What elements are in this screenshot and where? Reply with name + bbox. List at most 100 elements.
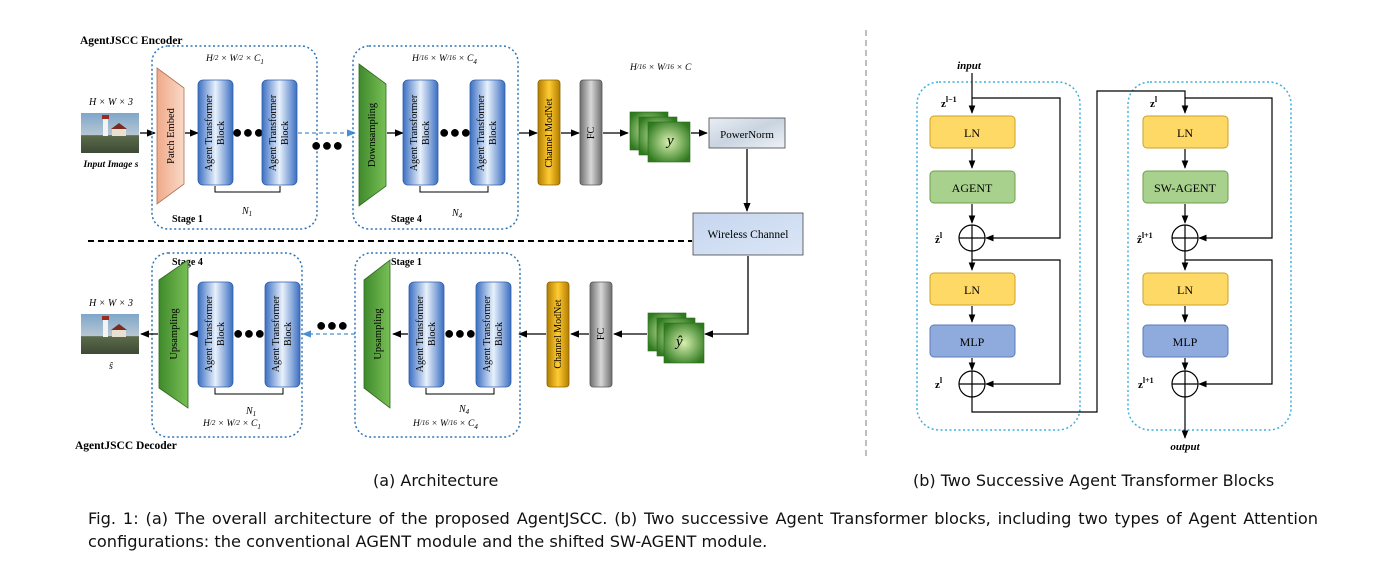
dim-stage1-enc: H/2 × W/2 × C1 bbox=[205, 54, 264, 66]
channel-modnet-enc bbox=[537, 79, 561, 186]
fc-dec-label: FC bbox=[596, 328, 607, 341]
agent-module bbox=[929, 170, 1016, 204]
upsampling-s1-label: Upsampling bbox=[373, 308, 384, 360]
enc-s1-bracket bbox=[214, 186, 281, 193]
z-l1-label: zl+1 bbox=[1138, 376, 1154, 391]
dim-stage4-enc: H/16 × W/16 × C4 bbox=[411, 54, 477, 66]
input-text: input bbox=[957, 60, 982, 72]
enc-n4: N4 bbox=[451, 208, 463, 220]
upsampling-dec-s4 bbox=[158, 259, 189, 409]
fc-dec bbox=[589, 281, 613, 388]
dec-s1-block-a bbox=[408, 281, 445, 388]
mlp-1 bbox=[929, 324, 1016, 358]
dec-s1-block-b-l1: Agent Transformer bbox=[482, 295, 493, 372]
latent-yhat-stack bbox=[647, 312, 705, 364]
enc-s1-block-a-l1: Agent Transformer bbox=[204, 94, 215, 171]
dec-s4-block-b bbox=[264, 281, 301, 388]
z-hat-l-label: ẑl bbox=[935, 231, 943, 246]
enc-s1-ellipsis: ●●● bbox=[232, 122, 265, 142]
dec-s1-block-a-l1: Agent Transformer bbox=[415, 295, 426, 372]
ln-2 bbox=[929, 272, 1016, 306]
add-3-plus bbox=[1172, 225, 1198, 251]
dec-s4-block-a-l2: Block bbox=[216, 322, 227, 346]
fc-enc bbox=[579, 79, 603, 186]
patch-embed-label: Patch Embed bbox=[166, 107, 177, 163]
enc-s1-block-a-l2: Block bbox=[216, 121, 227, 145]
arrow-channel-to-yhat bbox=[704, 256, 749, 338]
enc-s4-block-a-l2: Block bbox=[421, 121, 432, 145]
caption-a: (a) Architecture bbox=[373, 471, 499, 490]
enc-s1-block-a bbox=[197, 79, 234, 186]
sw-agent-module bbox=[1142, 170, 1229, 204]
enc-n1: N1 bbox=[241, 206, 252, 218]
encoder-stage4-box bbox=[352, 45, 519, 230]
z-hat-l1-label: ẑl+1 bbox=[1137, 231, 1153, 246]
enc-s4-block-b-l1: Agent Transformer bbox=[476, 94, 487, 171]
ln-1 bbox=[929, 115, 1016, 149]
dec-stage-ellipsis: ●●● bbox=[316, 315, 349, 335]
residual-3 bbox=[1185, 97, 1273, 242]
add-1-plus bbox=[959, 225, 985, 251]
inter-block-connection bbox=[971, 90, 1189, 413]
output-dims: H × W × 3 bbox=[88, 298, 133, 309]
z-l-in-label: zl bbox=[1150, 95, 1158, 110]
powernorm-label: PowerNorm bbox=[720, 129, 774, 141]
enc-s4-block-b bbox=[469, 79, 506, 186]
dec-stage1-label: Stage 1 bbox=[391, 257, 422, 268]
enc-stage1-label: Stage 1 bbox=[172, 214, 203, 225]
enc-stage-ellipsis: ●●● bbox=[311, 135, 344, 155]
residual-2 bbox=[972, 259, 1061, 388]
figure-caption: Fig. 1: (a) The overall architecture of … bbox=[88, 509, 1318, 551]
channel-modnet-enc-label: Channel ModNet bbox=[544, 98, 555, 167]
ln-1-label: LN bbox=[964, 126, 980, 140]
block-l1-box bbox=[1127, 81, 1292, 431]
architecture-panel: AgentJSCC Encoder AgentJSCC Decoder H × … bbox=[75, 35, 804, 452]
input-label: Input Image s bbox=[83, 160, 139, 170]
latent-y-stack bbox=[629, 111, 691, 163]
dim-stage1-dec: H/2 × W/2 × C1 bbox=[202, 419, 261, 431]
z-l-label: zl bbox=[935, 376, 943, 391]
decoder-stage4-box bbox=[151, 252, 303, 438]
dec-s1-ellipsis: ●●● bbox=[444, 323, 477, 343]
enc-s1-block-b-l2: Block bbox=[280, 121, 291, 145]
dec-s4-block-b-l2: Block bbox=[283, 322, 294, 346]
wireless-channel-box bbox=[692, 212, 804, 256]
patch-embed bbox=[156, 67, 185, 205]
sw-agent-label: SW-AGENT bbox=[1154, 181, 1217, 195]
add-4-plus bbox=[1172, 371, 1198, 397]
powernorm-box bbox=[708, 117, 786, 149]
output-label: ŝ bbox=[109, 361, 113, 372]
dec-s4-ellipsis: ●●● bbox=[233, 323, 266, 343]
mlp-1-label: MLP bbox=[960, 335, 985, 349]
enc-s4-block-a-l1: Agent Transformer bbox=[409, 94, 420, 171]
decoder-title: AgentJSCC Decoder bbox=[75, 440, 177, 452]
upsampling-s4-label: Upsampling bbox=[169, 308, 180, 360]
dec-s1-bracket bbox=[425, 388, 495, 395]
dec-s4-block-a-l1: Agent Transformer bbox=[204, 295, 215, 372]
mlp-2-label: MLP bbox=[1173, 335, 1198, 349]
enc-s4-block-b-l2: Block bbox=[488, 121, 499, 145]
dim-latent: H/16 × W/16 × C bbox=[629, 63, 692, 73]
decoder-stage1-box bbox=[354, 252, 521, 438]
ln-4-label: LN bbox=[1177, 283, 1193, 297]
output-image bbox=[81, 314, 139, 354]
latent-y-label: y bbox=[665, 133, 674, 149]
downsampling-label: Downsampling bbox=[367, 102, 378, 167]
wireless-channel-label: Wireless Channel bbox=[708, 229, 789, 241]
residual-1 bbox=[972, 97, 1061, 242]
dec-s1-block-a-l2: Block bbox=[427, 322, 438, 346]
enc-s1-block-b bbox=[261, 79, 298, 186]
ln-3 bbox=[1142, 115, 1229, 149]
z-prev-label: zl−1 bbox=[941, 95, 957, 110]
input-image bbox=[81, 113, 139, 153]
enc-s4-block-a bbox=[402, 79, 439, 186]
enc-s4-ellipsis: ●●● bbox=[439, 122, 472, 142]
dim-stage4-dec: H/16 × W/16 × C4 bbox=[412, 419, 478, 431]
latent-yhat-label: ŷ bbox=[674, 334, 683, 350]
ln-2-label: LN bbox=[964, 283, 980, 297]
input-dims: H × W × 3 bbox=[88, 97, 133, 108]
agent-label: AGENT bbox=[952, 181, 993, 195]
mlp-2 bbox=[1142, 324, 1229, 358]
enc-s4-bracket bbox=[419, 186, 489, 193]
